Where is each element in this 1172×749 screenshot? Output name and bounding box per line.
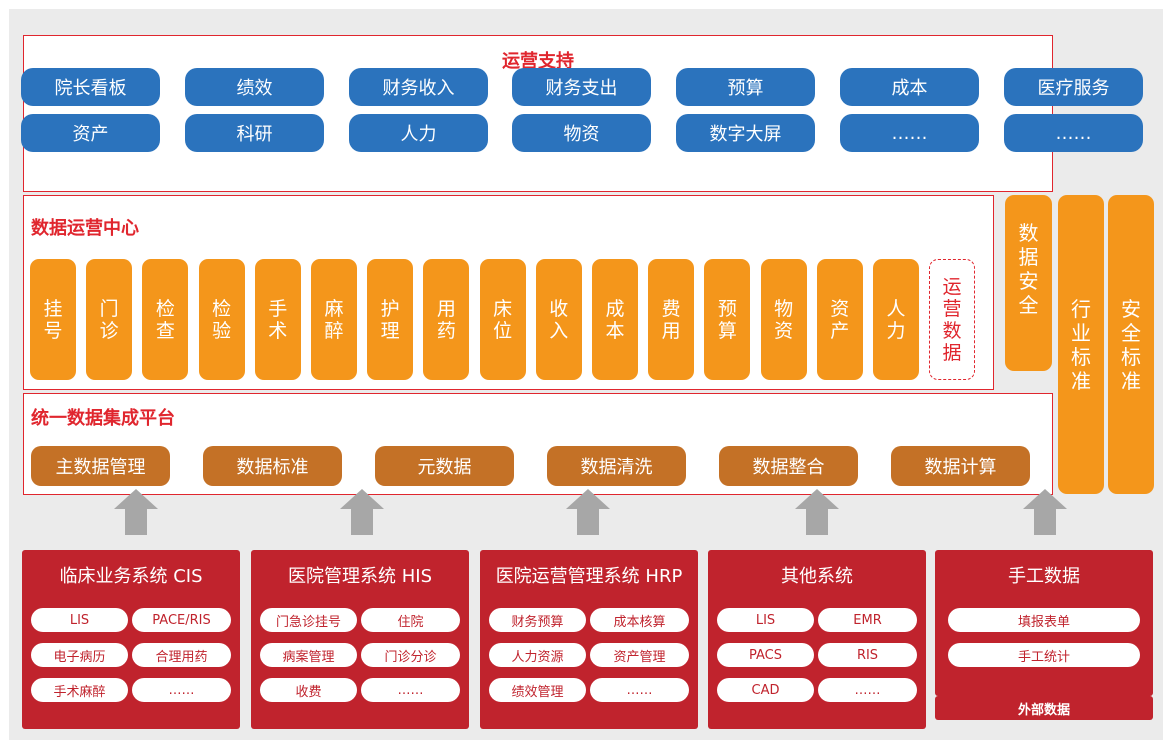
integration-item: 数据整合 (719, 446, 858, 486)
integration-frame (23, 393, 1053, 495)
ops-support-item: 科研 (185, 114, 324, 152)
ops-support-item: 预算 (676, 68, 815, 106)
system-item: 绩效管理 (489, 678, 586, 702)
system-item: PACE/RIS (132, 608, 231, 632)
ops-support-item: 院长看板 (21, 68, 160, 106)
system-item: 人力资源 (489, 643, 586, 667)
ops-support-item: 资产 (21, 114, 160, 152)
data-center-column: 检验 (198, 259, 245, 380)
integration-item: 数据标准 (203, 446, 342, 486)
up-arrow (795, 489, 839, 535)
data-center-column: 护理 (367, 259, 414, 380)
system-title: 其他系统 (781, 566, 853, 587)
system-item: 门诊分诊 (361, 643, 460, 667)
system-title: 医院管理系统 HIS (288, 566, 432, 587)
ops-support-item: 物资 (512, 114, 651, 152)
system-box: 医院运营管理系统 HRP 财务预算成本核算人力资源资产管理绩效管理…… (480, 550, 698, 729)
operating-data-column: 运营数据 (929, 259, 975, 380)
integration-title: 统一数据集成平台 (31, 408, 175, 429)
manual-data-box: 手工数据 填报表单 手工统计 (935, 550, 1153, 696)
data-center-column: 预算 (704, 259, 751, 380)
architecture-diagram: 运营支持 院长看板绩效财务收入财务支出预算成本医疗服务 资产科研人力物资数字大屏… (9, 9, 1163, 740)
data-center-column: 物资 (760, 259, 807, 380)
integration-item: 元数据 (375, 446, 514, 486)
external-data-box: 外部数据 (935, 696, 1153, 720)
system-item: LIS (31, 608, 128, 632)
system-item: …… (361, 678, 460, 702)
data-center-column: 资产 (816, 259, 863, 380)
system-item: 门急诊挂号 (260, 608, 357, 632)
data-center-column: 挂号 (30, 259, 76, 380)
data-center-column: 检查 (142, 259, 189, 380)
data-center-column: 人力 (873, 259, 919, 380)
system-item: CAD (717, 678, 814, 702)
ops-support-frame (23, 35, 1053, 192)
system-item: 合理用药 (132, 643, 231, 667)
manual-item: 填报表单 (948, 608, 1140, 632)
system-item: …… (590, 678, 689, 702)
up-arrow (1023, 489, 1067, 535)
up-arrow (114, 489, 158, 535)
system-item: PACS (717, 643, 814, 667)
integration-item: 主数据管理 (31, 446, 170, 486)
manual-item: 手工统计 (948, 643, 1140, 667)
data-center-column: 费用 (648, 259, 695, 380)
system-item: 成本核算 (590, 608, 689, 632)
data-center-column: 床位 (479, 259, 526, 380)
data-center-column: 门诊 (86, 259, 133, 380)
ops-support-item: …… (1004, 114, 1143, 152)
system-item: 手术麻醉 (31, 678, 128, 702)
ops-support-item: …… (840, 114, 979, 152)
system-item: 财务预算 (489, 608, 586, 632)
data-center-column: 收入 (535, 259, 582, 380)
ops-support-item: 财务收入 (349, 68, 488, 106)
system-title: 医院运营管理系统 HRP (495, 566, 683, 587)
up-arrow (340, 489, 384, 535)
industry-standard-label: 行业标准 (1071, 296, 1091, 393)
ops-support-item: 数字大屏 (676, 114, 815, 152)
data-center-column: 手术 (254, 259, 301, 380)
system-item: 电子病历 (31, 643, 128, 667)
external-data-label: 外部数据 (1017, 702, 1070, 718)
integration-item: 数据计算 (891, 446, 1030, 486)
system-item: 收费 (260, 678, 357, 702)
ops-support-item: 财务支出 (512, 68, 651, 106)
ops-support-item: 人力 (349, 114, 488, 152)
system-item: 住院 (361, 608, 460, 632)
system-item: …… (132, 678, 231, 702)
data-center-title: 数据运营中心 (31, 218, 139, 239)
data-center-column: 用药 (423, 259, 470, 380)
data-security-label: 数据安全 (1018, 221, 1039, 317)
data-center-column: 麻醉 (311, 259, 357, 380)
system-item: EMR (818, 608, 917, 632)
ops-support-item: 成本 (840, 68, 979, 106)
ops-support-item: 绩效 (185, 68, 324, 106)
industry-standard-column: 行业标准 (1058, 195, 1104, 494)
manual-data-title: 手工数据 (1008, 566, 1080, 587)
system-item: RIS (818, 643, 917, 667)
security-standard-column: 安全标准 (1108, 195, 1154, 494)
security-standard-label: 安全标准 (1121, 296, 1141, 393)
data-security-column: 数据安全 (1005, 195, 1052, 371)
up-arrow (566, 489, 610, 535)
ops-support-item: 医疗服务 (1004, 68, 1143, 106)
system-item: 资产管理 (590, 643, 689, 667)
data-center-column: 成本 (592, 259, 638, 380)
system-title: 临床业务系统 CIS (59, 566, 203, 587)
system-item: 病案管理 (260, 643, 357, 667)
system-item: …… (818, 678, 917, 702)
system-item: LIS (717, 608, 814, 632)
integration-item: 数据清洗 (547, 446, 686, 486)
system-box: 医院管理系统 HIS 门急诊挂号住院病案管理门诊分诊收费…… (251, 550, 469, 729)
ops-support-title: 运营支持 (502, 51, 574, 72)
